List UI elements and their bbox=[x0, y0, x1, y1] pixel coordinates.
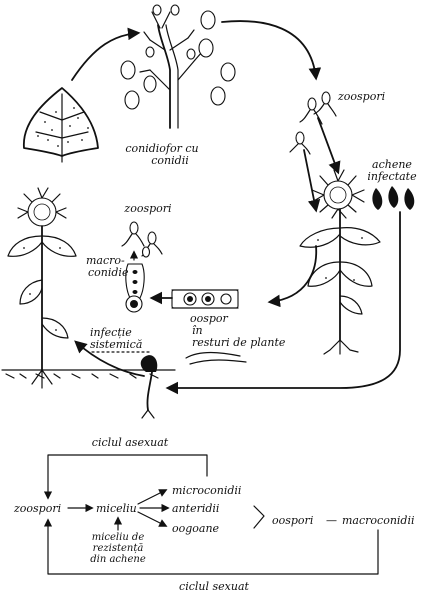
zoospori-right-label: zoospori bbox=[337, 90, 385, 103]
rez-label-2: rezistență bbox=[93, 543, 144, 554]
left-plant-roots bbox=[31, 369, 53, 389]
macro-label-2: conidie bbox=[88, 266, 129, 279]
plant-debris bbox=[185, 351, 247, 365]
achene-label-1: achene bbox=[372, 158, 412, 171]
macroconidium-icon bbox=[125, 263, 145, 313]
bracket-sexual bbox=[253, 505, 265, 529]
sunflower-icon-left bbox=[7, 187, 77, 371]
soil-hatching bbox=[5, 373, 159, 379]
sunflower-icon-right bbox=[299, 169, 381, 355]
cycle-oogoane: oogoane bbox=[172, 522, 220, 535]
oospor-label-3: resturi de plante bbox=[192, 336, 286, 349]
cycle-oospori: oospori bbox=[272, 514, 313, 527]
infectie-label-1: infecție bbox=[90, 326, 132, 339]
cycle-macroconidii: macroconidii bbox=[342, 514, 415, 527]
ciclul-asexuat-label: ciclul asexuat bbox=[92, 436, 169, 449]
arrow-to-microconidii bbox=[137, 489, 168, 505]
cycle-dash: — bbox=[326, 514, 337, 527]
sexual-cycle-arrow bbox=[43, 518, 379, 575]
infected-leaf-icon bbox=[23, 87, 99, 163]
rez-label-1: miceliu de bbox=[92, 532, 145, 543]
asexual-cycle-arrow bbox=[43, 454, 208, 500]
cycle-anteridii: anteridii bbox=[172, 502, 219, 515]
conidiophore-label-2: conidii bbox=[151, 154, 188, 167]
cycle-microconidii: microconidii bbox=[172, 484, 241, 497]
cycle-miceliu: miceliu bbox=[96, 502, 137, 515]
oospor-label-1: oospor bbox=[190, 312, 229, 325]
oospore-icon bbox=[171, 289, 239, 309]
oospor-label-2: în bbox=[192, 324, 203, 337]
arrow-to-oogoane bbox=[137, 511, 168, 527]
conidiophore-label-1: conidiofor cu bbox=[125, 142, 198, 155]
achene-label-2: infectate bbox=[367, 170, 417, 183]
seed-icon bbox=[372, 186, 415, 210]
zoospore-icon bbox=[289, 91, 337, 155]
infectie-label-2: sistemică bbox=[90, 338, 142, 351]
zoospore-icon-left bbox=[121, 221, 163, 258]
conidiophore-icon bbox=[139, 4, 203, 129]
macro-label-1: macro- bbox=[86, 254, 125, 267]
rez-label-3: din achene bbox=[90, 554, 146, 565]
cycle-zoospori: zoospori bbox=[13, 502, 61, 515]
zoospori-left-label: zoospori bbox=[123, 202, 171, 215]
ciclul-sexuat-label: ciclul sexuat bbox=[179, 580, 249, 593]
conidia-group bbox=[120, 10, 236, 110]
seedling-icon bbox=[140, 355, 158, 419]
